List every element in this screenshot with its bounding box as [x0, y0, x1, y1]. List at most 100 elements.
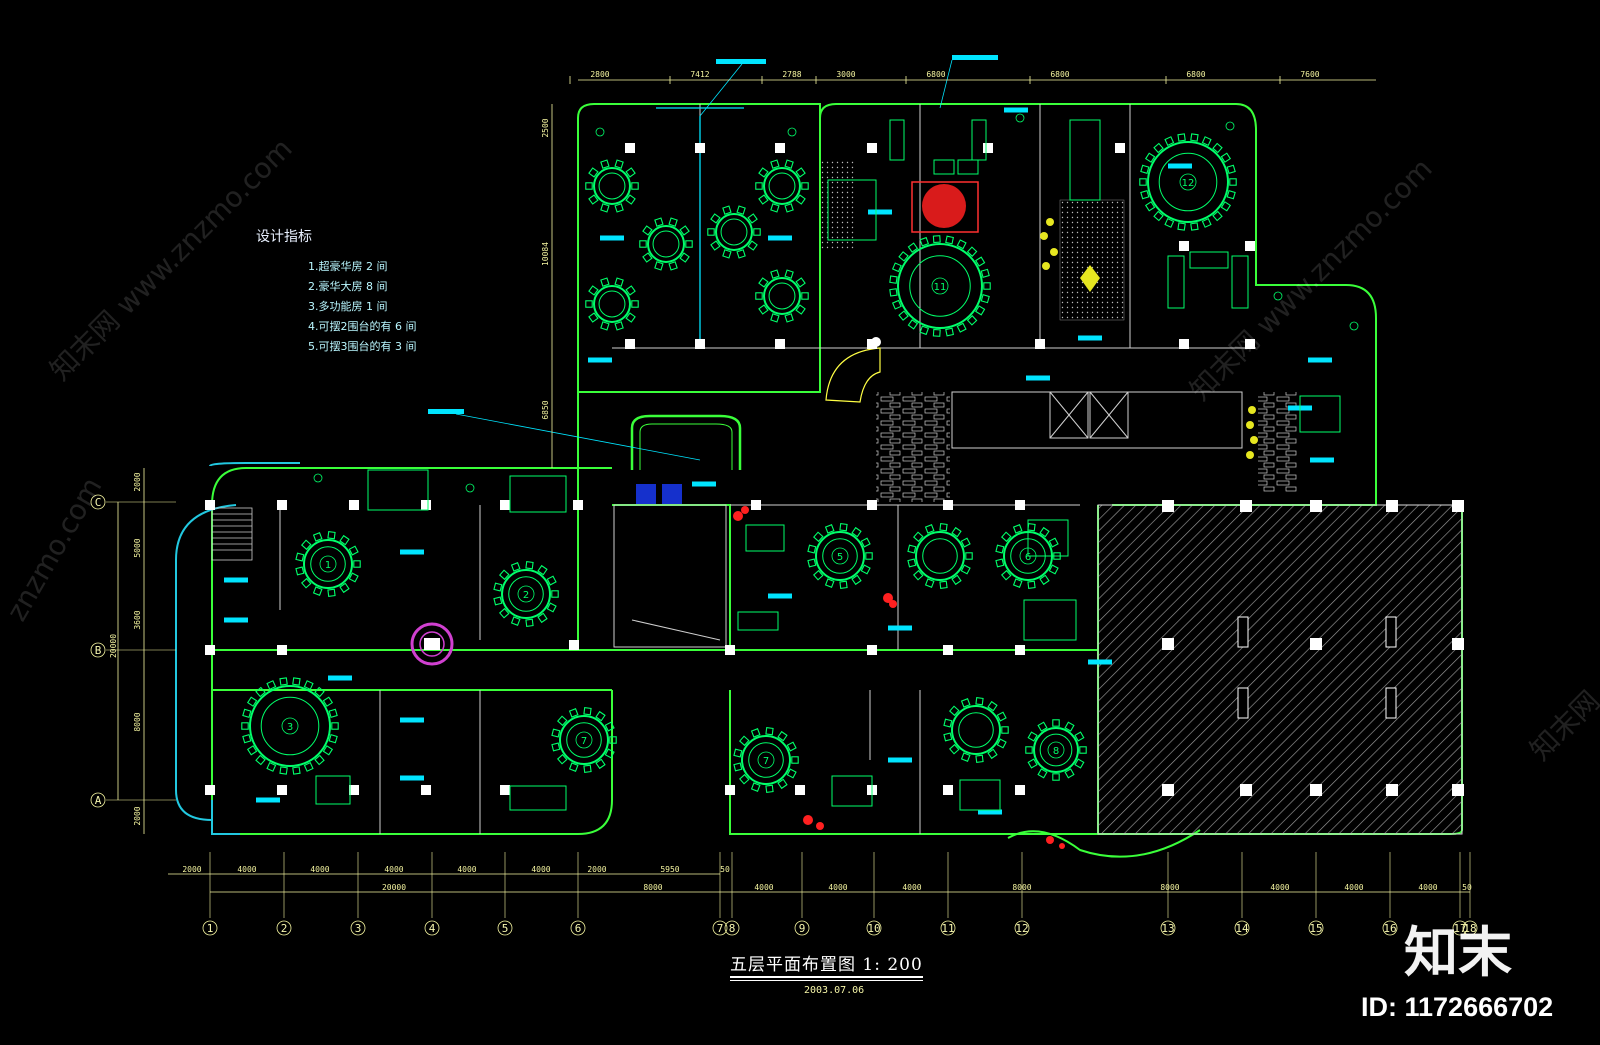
- dimension-text: 6800: [1186, 70, 1205, 79]
- room-tag: [1308, 357, 1332, 363]
- axis-label: 11: [941, 922, 954, 935]
- dimension-text: 2788: [782, 70, 801, 79]
- column-marker: [695, 143, 705, 153]
- legend-title: 设计指标: [256, 229, 312, 245]
- column-marker: [1179, 241, 1189, 251]
- round-table: 1: [295, 531, 361, 597]
- dotted-lounge: [1059, 199, 1125, 321]
- axis-bubble: [1462, 920, 1478, 936]
- column-marker: [695, 339, 705, 349]
- room-tag: [1026, 375, 1050, 381]
- dimension-text: 4000: [237, 865, 256, 874]
- dimension-text: 5000: [133, 538, 142, 557]
- round-table: [585, 277, 639, 331]
- column-marker: [205, 645, 215, 655]
- room-number: 8: [1053, 746, 1059, 757]
- room-tag: [1004, 107, 1028, 113]
- red-decor: [733, 184, 1065, 849]
- axis-bubble: [424, 920, 440, 936]
- room-tag: [868, 209, 892, 215]
- wing-outline-cyan: [175, 462, 300, 835]
- axis-label: 4: [429, 922, 436, 935]
- axis-label: 6: [575, 922, 582, 935]
- room-tag: [400, 775, 424, 781]
- stone-paving-1: [876, 392, 950, 502]
- dimension-text: 4000: [1270, 883, 1289, 892]
- axis-label: 14: [1235, 922, 1249, 935]
- legend-item: 3.多功能房 1 间: [308, 300, 388, 313]
- dimension-text: 2000: [182, 865, 201, 874]
- callout-tags: [428, 55, 998, 414]
- column-marker: [1179, 339, 1189, 349]
- room-number: 7: [763, 756, 769, 767]
- column-marker: [867, 339, 877, 349]
- column-marker: [775, 339, 785, 349]
- dimension-text: 2800: [590, 70, 609, 79]
- dimension-text: 3600: [133, 610, 142, 629]
- hatched-area-columns: [1162, 500, 1464, 796]
- red-carpet: [911, 181, 979, 233]
- round-table: 8: [1025, 719, 1087, 781]
- dimension-text: 4000: [1418, 883, 1437, 892]
- column-marker: [1245, 339, 1255, 349]
- dimension-text: 3000: [836, 70, 855, 79]
- dimension-text: 4000: [531, 865, 550, 874]
- callout-leaders: [455, 59, 953, 461]
- dimension-text: 50: [720, 865, 730, 874]
- axis-label: 16: [1383, 922, 1396, 935]
- room-tag: [1078, 335, 1102, 341]
- axis-bubble: [712, 920, 728, 936]
- legend-item: 5.可摆3围台的有 3 间: [308, 340, 417, 353]
- column-marker: [205, 785, 215, 795]
- title-underline: [730, 976, 923, 978]
- round-table: 3: [241, 677, 339, 775]
- column-marker: [1035, 339, 1045, 349]
- axis-label: 10: [867, 922, 880, 935]
- axis-bubble: [724, 920, 740, 936]
- column-marker: [421, 785, 431, 795]
- axis-bubble: [794, 920, 810, 936]
- design-index-legend: 设计指标 1.超豪华房 2 间 2.豪华大房 8 间 3.多功能房 1 间 4.…: [256, 226, 417, 358]
- entrance-canopy: [630, 414, 742, 470]
- dimension-text: 4000: [384, 865, 403, 874]
- column-marker: [751, 500, 761, 510]
- dimension-text: 8000: [643, 883, 662, 892]
- round-table: [707, 205, 761, 259]
- axis-bubble: [497, 920, 513, 936]
- brand-logo: 知末: [1404, 921, 1512, 984]
- dimension-text: 2000: [133, 806, 142, 825]
- dimension-text: 50: [1462, 883, 1472, 892]
- room-tag: [768, 235, 792, 241]
- round-table: [639, 217, 693, 271]
- dimension-text: 6800: [1050, 70, 1069, 79]
- room-tag: [1168, 163, 1192, 169]
- dimension-text: 4000: [310, 865, 329, 874]
- purple-feature: [410, 622, 454, 666]
- axis-label: 8: [729, 922, 736, 935]
- axis-bubble: [276, 920, 292, 936]
- column-marker: [983, 143, 993, 153]
- room-tag: [256, 797, 280, 803]
- room-tag: [224, 577, 248, 583]
- column-marker: [1015, 500, 1025, 510]
- furniture-blocks: [315, 119, 1341, 811]
- dimension-text: 2500: [541, 118, 550, 137]
- drawing-title: 五层平面布置图 1: 200: [730, 950, 923, 981]
- round-table: 2: [493, 561, 559, 627]
- column-marker: [943, 785, 953, 795]
- axis-bubble: [1308, 920, 1324, 936]
- dimension-text: 5950: [660, 865, 679, 874]
- axis-bubble: [570, 920, 586, 936]
- round-table: 11: [889, 235, 991, 337]
- dimension-text: 4000: [828, 883, 847, 892]
- axis-bubble: [90, 494, 106, 510]
- room-number: 11: [934, 282, 947, 293]
- column-marker: [943, 645, 953, 655]
- axis-bubble: [940, 920, 956, 936]
- blue-entrance: [636, 484, 682, 504]
- axis-label: 5: [502, 922, 509, 935]
- room-tag: [224, 617, 248, 623]
- axis-bubble: [1452, 920, 1468, 936]
